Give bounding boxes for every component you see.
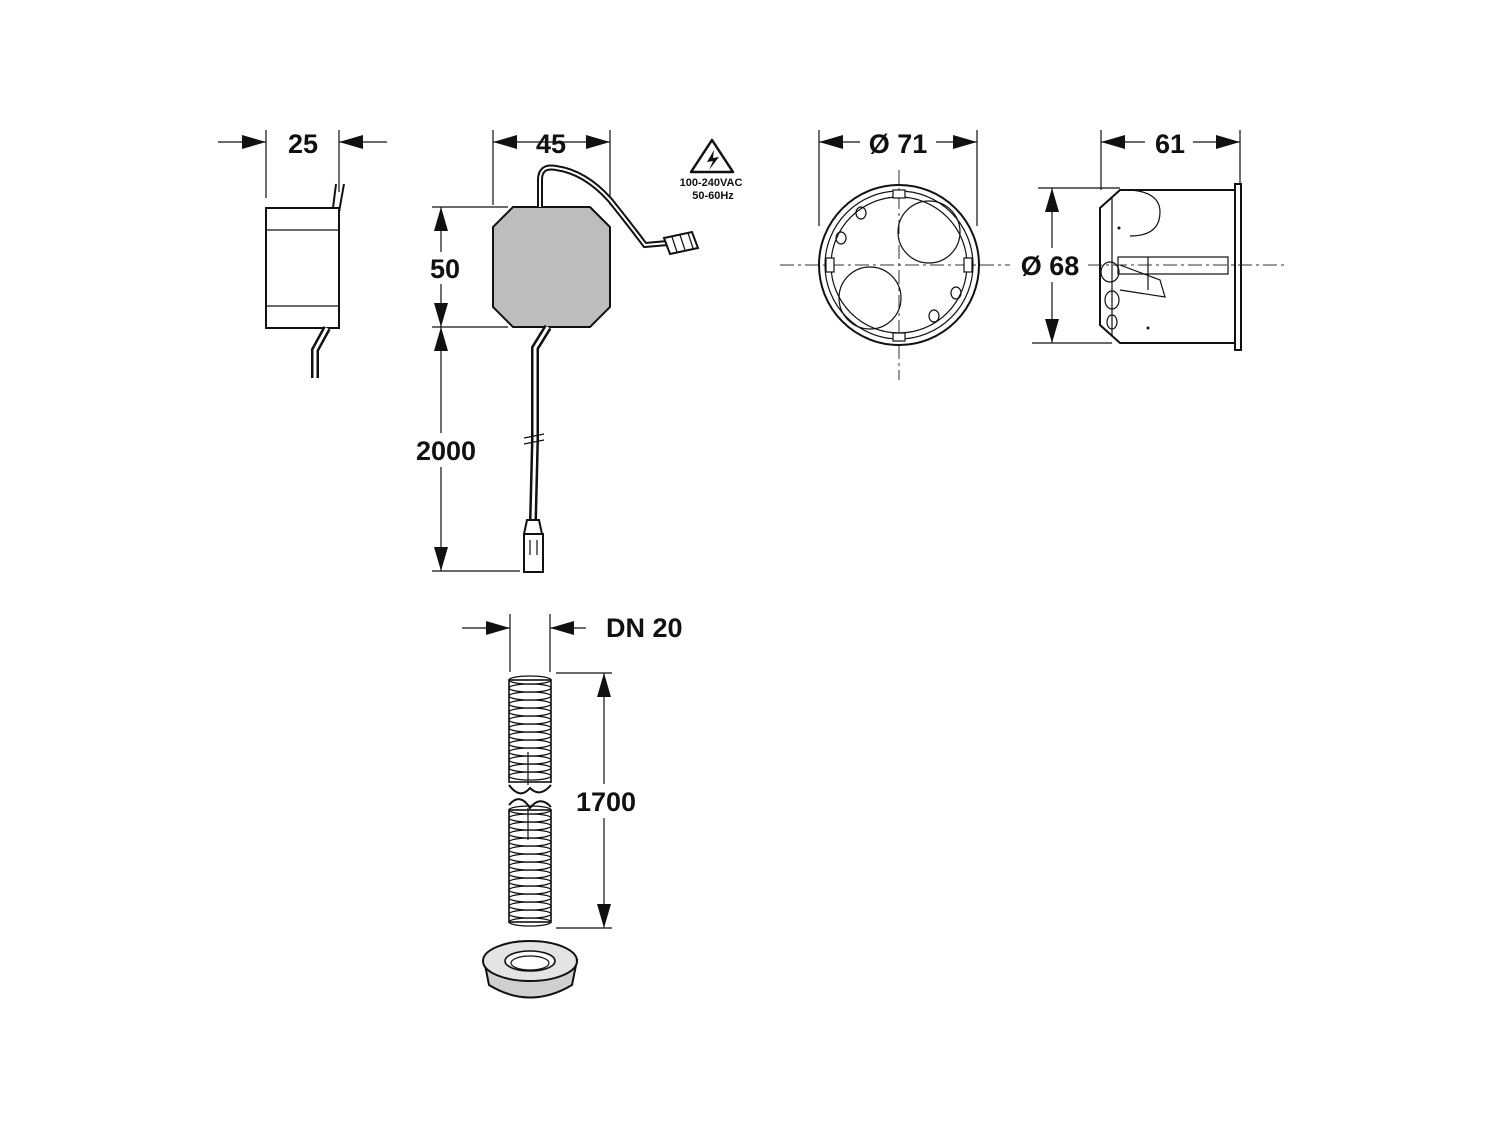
conduit-lower [508, 805, 552, 927]
high-voltage-warning-icon [689, 138, 735, 174]
transformer-body [492, 206, 611, 328]
conduit-ring [508, 771, 552, 781]
conduit-view: DN 20 1700 [462, 613, 683, 999]
dimension-height-50: 50 [430, 254, 460, 284]
transformer-side-view: 25 [218, 129, 387, 378]
cable-end-connector [522, 519, 544, 573]
dimension-depth-61: 61 [1155, 129, 1185, 159]
dimension-cable-2000: 2000 [416, 436, 476, 466]
dimension-depth-25: 25 [288, 129, 318, 159]
dimension-width-45: 45 [536, 129, 566, 159]
frequency-label: 50-60Hz [692, 190, 734, 202]
flush-box-front-view: Ø 71 [780, 126, 1010, 380]
conduit-upper [508, 675, 552, 783]
grommet [482, 940, 579, 999]
flush-box-side-view: 61 Ø 68 [1016, 126, 1285, 351]
conduit-ring [508, 917, 552, 927]
voltage-label: 100-240VAC [680, 177, 743, 189]
dimension-inner-diameter: Ø 68 [1021, 251, 1080, 281]
transformer-front-view: 45 50 2000 [410, 129, 743, 573]
plug-connector [662, 230, 700, 256]
transformer-side-body [265, 207, 340, 329]
dimension-conduit-length: 1700 [576, 787, 636, 817]
dimension-outer-diameter: Ø 71 [869, 129, 928, 159]
dimension-conduit-dn: DN 20 [606, 613, 683, 643]
